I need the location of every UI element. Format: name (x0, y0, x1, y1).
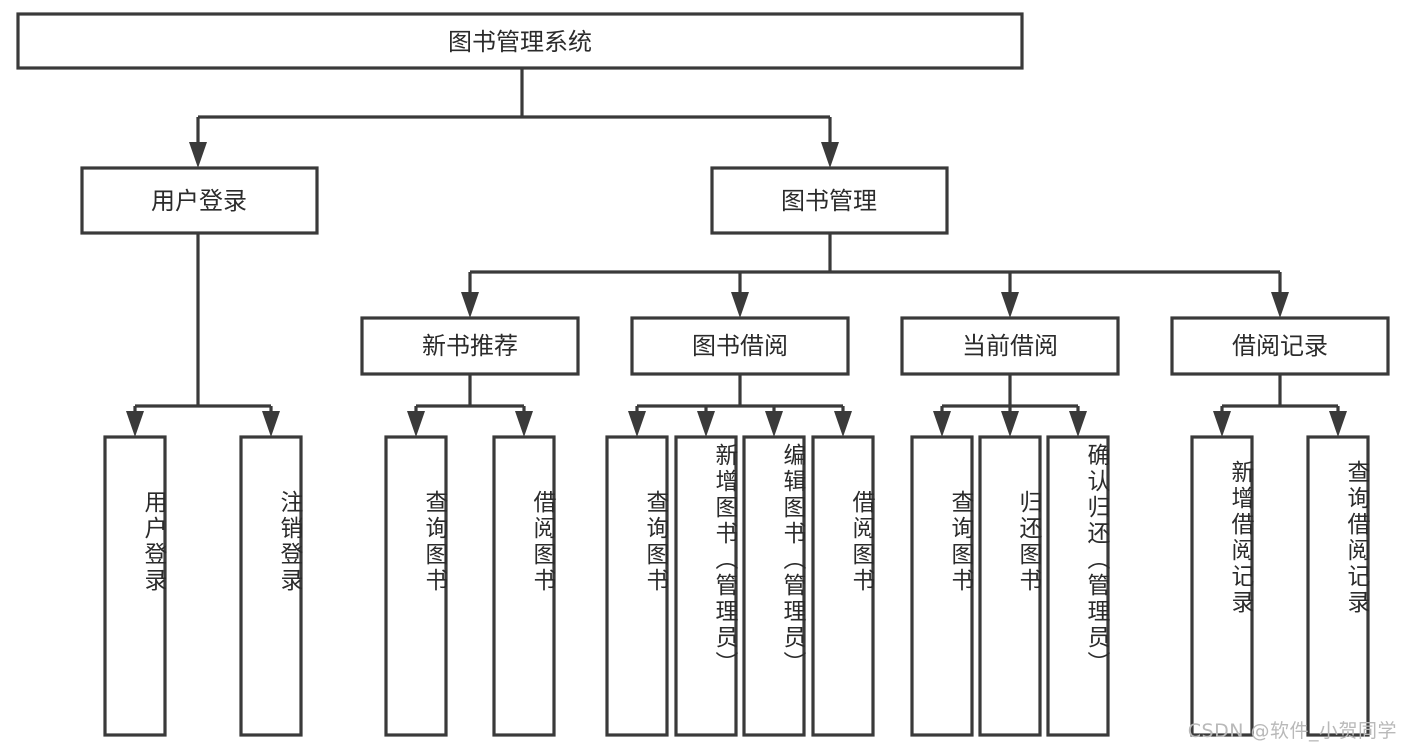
leaf-box (811, 435, 875, 737)
arrow-head-icon (697, 411, 715, 437)
node-current-borrow-label: 当前借阅 (962, 332, 1058, 360)
leaf-box (605, 435, 669, 737)
leaf-box (492, 435, 556, 737)
connector-root-to-level1 (189, 68, 839, 168)
node-borrow-record[interactable]: 借阅记录 (1170, 316, 1390, 376)
node-current-borrow[interactable]: 当前借阅 (900, 316, 1120, 376)
arrow-head-icon (821, 142, 839, 168)
arrow-head-icon (1329, 411, 1347, 437)
arrow-head-icon (262, 411, 280, 437)
csdn-watermark: CSDN @软件_小贺同学 (1187, 720, 1397, 742)
arrow-head-icon (1271, 292, 1289, 318)
leaf-box (674, 435, 738, 737)
leaf-box (239, 435, 303, 737)
arrow-head-icon (765, 411, 783, 437)
leaf-box (1190, 435, 1254, 737)
node-book-management-label: 图书管理 (781, 187, 877, 215)
connector-book-mgmt-to-level2 (461, 233, 1289, 318)
arrow-head-icon (1001, 292, 1019, 318)
leaf-box-group (103, 435, 1370, 737)
leaf-box (1046, 435, 1110, 737)
leaf-box (742, 435, 806, 737)
arrow-head-icon (126, 411, 144, 437)
arrow-head-icon (628, 411, 646, 437)
connector-current-borrow-to-leaves (933, 374, 1087, 437)
node-book-borrow[interactable]: 图书借阅 (630, 316, 850, 376)
node-borrow-record-label: 借阅记录 (1232, 332, 1328, 360)
arrow-head-icon (515, 411, 533, 437)
node-new-book-recommend[interactable]: 新书推荐 (360, 316, 580, 376)
node-user-login-label: 用户登录 (151, 187, 247, 215)
connector-book-borrow-to-leaves (628, 374, 852, 437)
arrow-head-icon (1069, 411, 1087, 437)
arrow-head-icon (731, 292, 749, 318)
arrow-head-icon (407, 411, 425, 437)
node-new-book-recommend-label: 新书推荐 (422, 332, 518, 360)
node-user-login[interactable]: 用户登录 (80, 166, 319, 235)
node-root[interactable]: 图书管理系统 (16, 12, 1024, 70)
leaf-box (978, 435, 1042, 737)
connector-borrow-record-to-leaves (1213, 374, 1347, 437)
leaf-box (910, 435, 974, 737)
leaf-box (103, 435, 167, 737)
node-book-borrow-label: 图书借阅 (692, 332, 788, 360)
leaf-box (1306, 435, 1370, 737)
arrow-head-icon (933, 411, 951, 437)
leaf-box (384, 435, 448, 737)
arrow-head-icon (1213, 411, 1231, 437)
node-book-management[interactable]: 图书管理 (710, 166, 949, 235)
arrow-head-icon (189, 142, 207, 168)
node-root-label: 图书管理系统 (448, 28, 592, 56)
connector-new-book-rec-to-leaves (407, 374, 533, 437)
arrow-head-icon (834, 411, 852, 437)
connector-user-login-to-leaves (126, 233, 280, 437)
arrow-head-icon (1001, 411, 1019, 437)
arrow-head-icon (461, 292, 479, 318)
